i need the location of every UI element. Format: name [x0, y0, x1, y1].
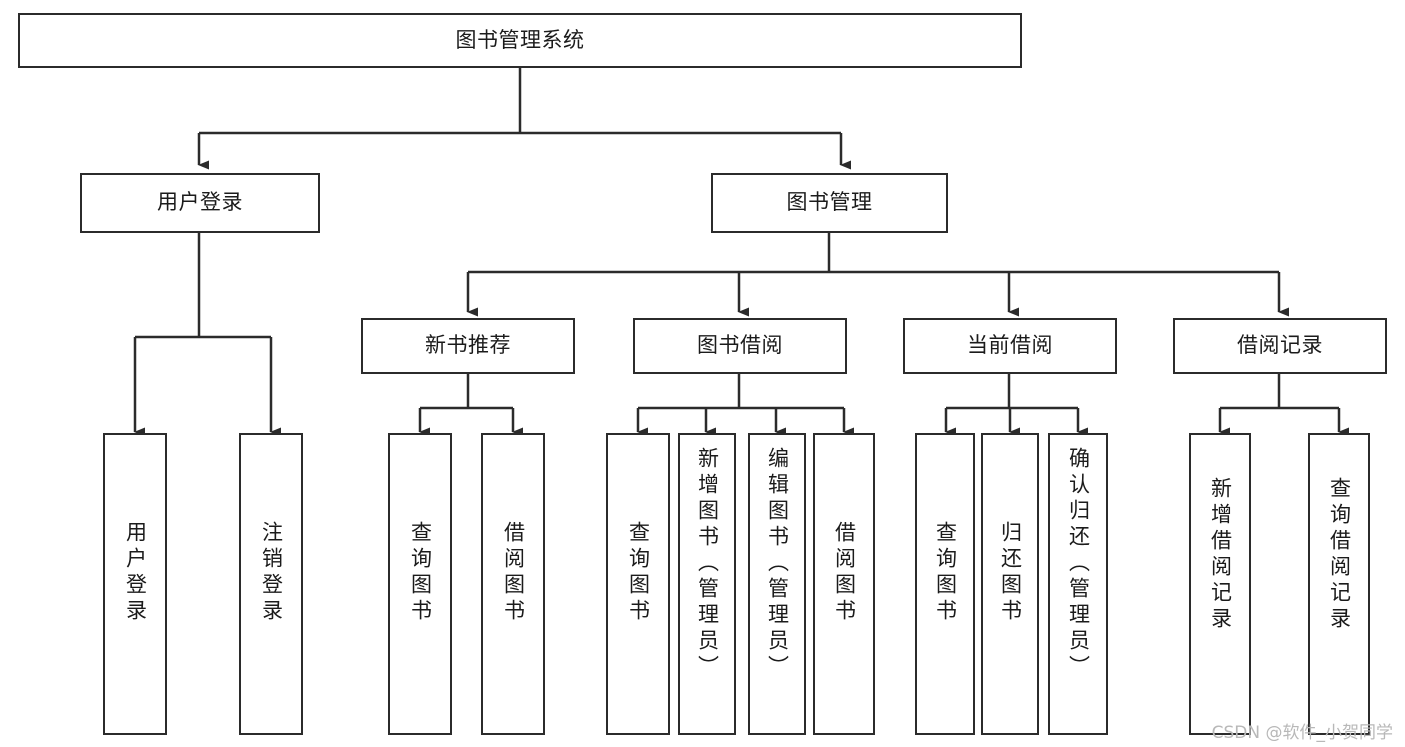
- leaf-user-login-1[interactable]: 注销登录: [239, 433, 303, 735]
- node-label: 借阅图书: [832, 521, 857, 625]
- node-label: 用户登录: [123, 521, 148, 625]
- node-label: 图书借阅: [697, 333, 783, 358]
- node-current-borrow[interactable]: 当前借阅: [903, 318, 1117, 374]
- leaf-borrow-record-1[interactable]: 查询借阅记录: [1308, 433, 1370, 735]
- node-label: 当前借阅: [967, 333, 1053, 358]
- node-label: 图书管理系统: [455, 27, 585, 52]
- leaf-book-borrow-0[interactable]: 查询图书: [606, 433, 670, 735]
- node-new-book-recommend[interactable]: 新书推荐: [361, 318, 575, 374]
- node-label: 查询借阅记录: [1327, 477, 1352, 633]
- node-book-borrow[interactable]: 图书借阅: [633, 318, 847, 374]
- node-user-login[interactable]: 用户登录: [80, 173, 320, 233]
- node-label: 编辑图书（管理员）: [765, 447, 790, 681]
- node-label: 用户登录: [157, 190, 243, 215]
- node-borrow-record[interactable]: 借阅记录: [1173, 318, 1387, 374]
- node-label: 借阅记录: [1237, 333, 1323, 358]
- leaf-book-borrow-3[interactable]: 借阅图书: [813, 433, 875, 735]
- leaf-new-book-recommend-0[interactable]: 查询图书: [388, 433, 452, 735]
- node-label: 图书管理: [786, 190, 873, 215]
- node-label: 新增图书（管理员）: [695, 447, 720, 681]
- node-label: 归还图书: [998, 521, 1023, 625]
- leaf-current-borrow-1[interactable]: 归还图书: [981, 433, 1039, 735]
- node-label: 确认归还（管理员）: [1066, 447, 1091, 681]
- node-label: 注销登录: [259, 521, 284, 625]
- leaf-current-borrow-0[interactable]: 查询图书: [915, 433, 975, 735]
- leaf-current-borrow-2[interactable]: 确认归还（管理员）: [1048, 433, 1108, 735]
- leaf-book-borrow-1[interactable]: 新增图书（管理员）: [678, 433, 736, 735]
- node-label: 查询图书: [933, 521, 958, 625]
- leaf-borrow-record-0[interactable]: 新增借阅记录: [1189, 433, 1251, 735]
- node-label: 借阅图书: [501, 521, 526, 625]
- leaf-new-book-recommend-1[interactable]: 借阅图书: [481, 433, 545, 735]
- node-root-book-management-system[interactable]: 图书管理系统: [18, 13, 1022, 68]
- node-label: 查询图书: [626, 521, 651, 625]
- leaf-book-borrow-2[interactable]: 编辑图书（管理员）: [748, 433, 806, 735]
- node-label: 查询图书: [408, 521, 433, 625]
- node-label: 新增借阅记录: [1208, 477, 1233, 633]
- node-label: 新书推荐: [425, 333, 511, 358]
- node-book-management[interactable]: 图书管理: [711, 173, 948, 233]
- leaf-user-login-0[interactable]: 用户登录: [103, 433, 167, 735]
